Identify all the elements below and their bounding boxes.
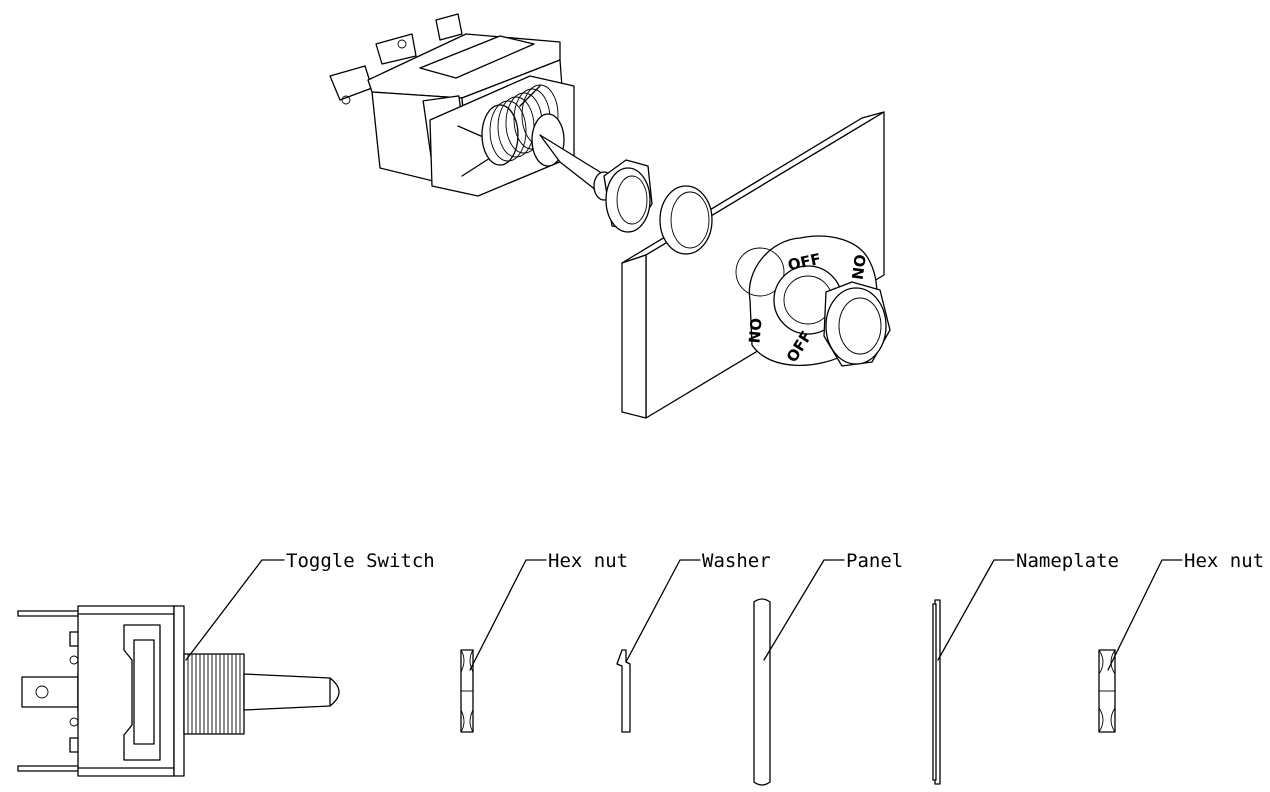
iso-threaded-bushing <box>481 84 565 167</box>
iso-switch-body <box>329 13 575 197</box>
side-hex-nut-1 <box>460 649 474 733</box>
iso-hex-nut-front <box>823 281 891 367</box>
nameplate-on-left-text: ON <box>745 317 765 344</box>
leader-lines <box>185 559 1183 671</box>
label-hex-nut-1: Hex nut <box>548 550 628 572</box>
side-hex-nut-2 <box>1098 649 1116 733</box>
iso-hex-nut <box>603 159 653 233</box>
nameplate-on-right-text: ON <box>848 253 869 281</box>
leader-toggle-switch <box>185 559 285 661</box>
iso-washer <box>659 185 713 255</box>
iso-terminal-left <box>329 65 373 101</box>
iso-toggle-lever <box>539 134 615 201</box>
leader-washer <box>625 559 701 663</box>
side-washer <box>616 649 631 733</box>
label-panel: Panel <box>846 550 903 572</box>
side-toggle-lever <box>243 673 340 711</box>
label-toggle-switch: Toggle Switch <box>286 550 435 572</box>
isometric-assembly: OFF OFF ON ON <box>329 13 891 419</box>
leader-hex-nut-2 <box>1107 559 1183 671</box>
label-nameplate: Nameplate <box>1016 550 1119 572</box>
side-toggle-switch <box>17 605 340 777</box>
side-panel <box>753 598 771 786</box>
leader-hex-nut-1 <box>469 559 547 671</box>
terminal-hole <box>35 685 49 699</box>
leader-panel <box>763 559 845 661</box>
leader-nameplate <box>937 559 1015 661</box>
label-hex-nut-2: Hex nut <box>1184 550 1264 572</box>
side-nameplate <box>932 599 941 785</box>
label-washer: Washer <box>702 550 771 572</box>
side-threaded-bushing <box>183 653 245 735</box>
iso-terminal-top <box>375 33 417 65</box>
